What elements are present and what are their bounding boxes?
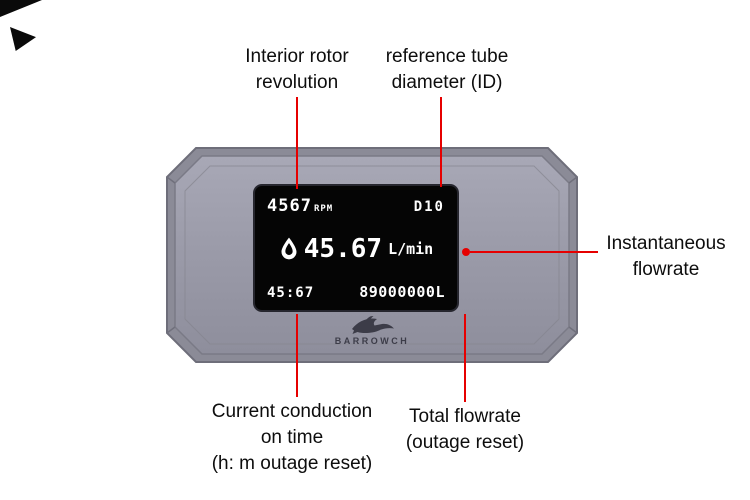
rotor-label-line2: revolution: [255, 72, 339, 93]
instant-label-line2: flowrate: [632, 259, 700, 280]
conduction-label-line1: Current conduction: [211, 401, 373, 422]
total-flow-readout: 89000000L: [359, 283, 445, 301]
total-label-line1: Total flowrate: [409, 406, 521, 427]
rotor-label-line1: Interior rotor: [245, 46, 349, 67]
screen-bottom-row: 45:67 89000000L: [267, 283, 445, 301]
conduction-time-label: Current conduction on time (h: m outage …: [167, 399, 417, 477]
corner-mark-icon: [10, 27, 36, 51]
rpm-value: 4567: [267, 196, 312, 216]
conduction-label-line2: on time: [260, 427, 324, 448]
tube-diameter-readout: D10: [413, 199, 445, 215]
instant-flowrate-label: Instantaneous flowrate: [586, 231, 746, 283]
total-label-line2: (outage reset): [405, 432, 525, 453]
instant-flowrate-unit: L/min: [388, 239, 434, 258]
tube-label-line1: reference tube: [385, 46, 509, 67]
shark-icon: [352, 315, 394, 334]
tube-callout-line: [440, 97, 442, 187]
instant-callout-line: [470, 251, 598, 253]
conduction-label-line3: (h: m outage reset): [211, 453, 373, 474]
total-callout-line: [464, 314, 466, 402]
screen-middle-row: 45.67 L/min: [267, 234, 445, 264]
corner-mark-icon: [0, 0, 42, 17]
tube-label: reference tube diameter (ID): [347, 44, 547, 96]
conduction-time-readout: 45:67: [267, 285, 315, 301]
rpm-unit: RPM: [313, 204, 334, 214]
brand-logo: BARROWCH: [166, 315, 578, 346]
conduction-callout-line: [296, 314, 298, 397]
instant-label-line1: Instantaneous: [606, 233, 726, 254]
water-drop-icon: [279, 236, 299, 261]
brand-name: BARROWCH: [334, 336, 410, 346]
rotor-label: Interior rotor revolution: [197, 44, 397, 96]
rotor-callout-line: [296, 97, 298, 189]
instant-flowrate-value: 45.67: [303, 233, 383, 264]
tube-label-line2: diameter (ID): [391, 72, 503, 93]
instant-callout-dot: [462, 248, 470, 256]
total-flowrate-label: Total flowrate (outage reset): [365, 404, 565, 456]
